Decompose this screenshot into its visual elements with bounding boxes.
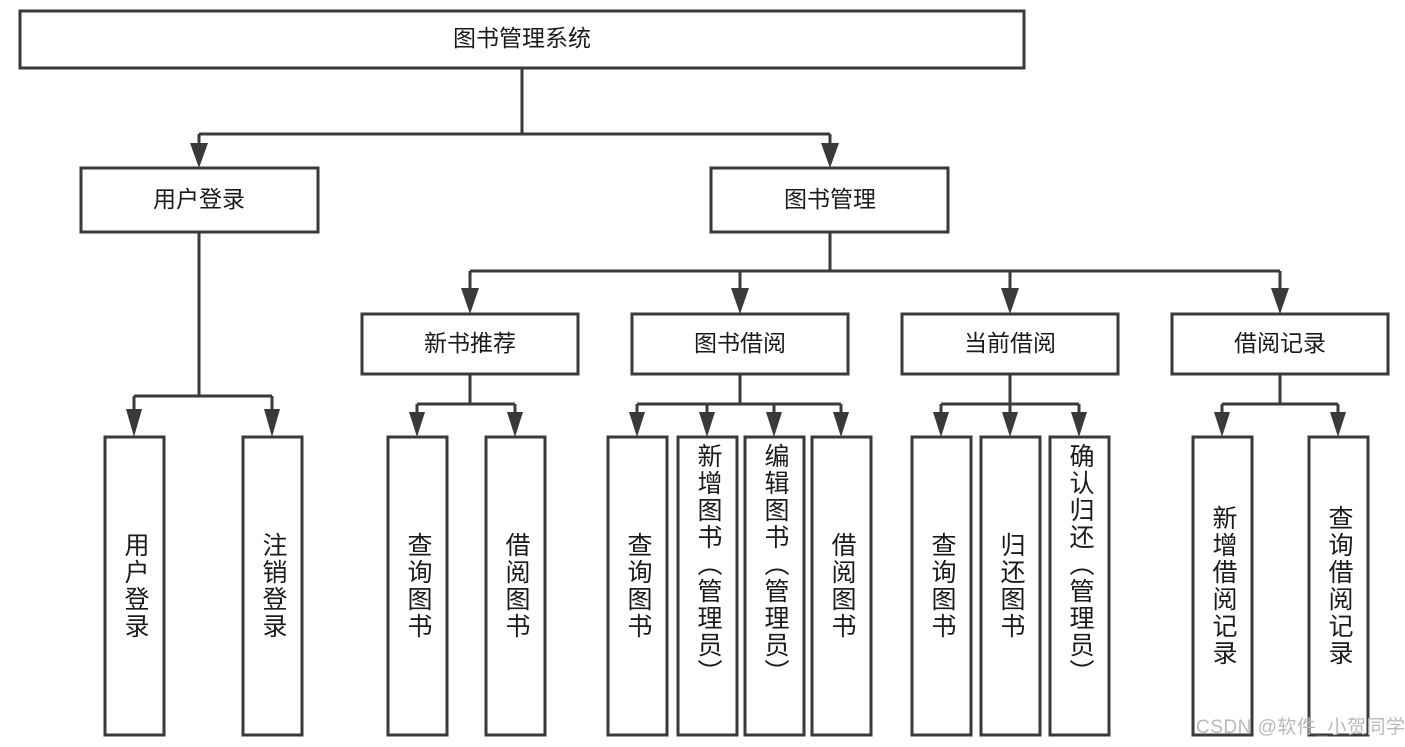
connector-group-new-book bbox=[409, 374, 523, 437]
node-box-leaf-user-login[interactable] bbox=[103, 435, 166, 737]
node-box-leaf-query-record[interactable] bbox=[1307, 435, 1370, 737]
node-box-leaf-query-book-2[interactable] bbox=[606, 435, 669, 737]
node-box-leaf-return-book[interactable] bbox=[979, 435, 1042, 737]
arrow-bm-to-current-borrow-icon bbox=[1001, 288, 1019, 314]
arrow-bm-to-borrow-record-icon bbox=[1271, 288, 1289, 314]
node-box-borrow-record[interactable] bbox=[1170, 312, 1390, 376]
arrow-cb-to-leaf2-icon bbox=[1002, 412, 1018, 437]
node-box-leaf-add-record[interactable] bbox=[1191, 435, 1254, 737]
node-box-leaf-logout-login[interactable] bbox=[241, 435, 304, 737]
node-box-book-borrow[interactable] bbox=[630, 312, 850, 376]
arrow-bm-to-new-book-icon bbox=[461, 288, 479, 314]
node-label-book-borrow: 图书借阅 bbox=[694, 330, 786, 356]
arrow-cb-to-leaf1-icon bbox=[933, 412, 949, 437]
node-box-leaf-query-book-1[interactable] bbox=[386, 435, 449, 737]
node-box-user-login[interactable] bbox=[79, 166, 320, 234]
connector-group-book-borrow bbox=[629, 374, 849, 437]
node-box-new-book-recommend[interactable] bbox=[360, 312, 580, 376]
connector-group-current-borrow bbox=[933, 374, 1087, 437]
arrow-bb-to-leaf2-icon bbox=[699, 412, 715, 437]
arrow-cb-to-leaf3-icon bbox=[1071, 412, 1087, 437]
arrow-ul-to-leaf1-icon bbox=[126, 409, 142, 437]
arrow-bm-to-book-borrow-icon bbox=[731, 288, 749, 314]
arrow-root-to-user-login-icon bbox=[190, 143, 208, 168]
arrow-ul-to-leaf2-icon bbox=[264, 409, 280, 437]
node-label-root: 图书管理系统 bbox=[453, 25, 591, 51]
node-box-root[interactable] bbox=[18, 9, 1026, 70]
node-label-current-borrow: 当前借阅 bbox=[964, 330, 1056, 356]
arrow-nb-to-leaf1-icon bbox=[409, 412, 425, 437]
connector-group-root bbox=[190, 68, 839, 168]
node-label-new-book-recommend: 新书推荐 bbox=[424, 330, 516, 356]
node-box-current-borrow[interactable] bbox=[900, 312, 1120, 376]
node-box-leaf-confirm-return[interactable] bbox=[1048, 435, 1111, 737]
connector-group-book-management bbox=[461, 232, 1289, 314]
arrow-bb-to-leaf4-icon bbox=[833, 412, 849, 437]
arrow-bb-to-leaf3-icon bbox=[766, 412, 782, 437]
node-box-leaf-add-book[interactable] bbox=[676, 435, 739, 737]
node-label-user-login: 用户登录 bbox=[153, 186, 245, 212]
watermark: CSDN @软件_小贺同学 bbox=[1196, 717, 1405, 738]
arrow-bb-to-leaf1-icon bbox=[629, 412, 645, 437]
node-box-leaf-borrow-book-1[interactable] bbox=[484, 435, 547, 737]
node-label-book-management: 图书管理 bbox=[784, 186, 876, 212]
connector-group-user-login bbox=[126, 232, 280, 437]
node-box-leaf-query-book-3[interactable] bbox=[910, 435, 973, 737]
connector-group-borrow-record bbox=[1214, 374, 1346, 437]
arrow-root-to-book-management-icon bbox=[821, 143, 839, 168]
node-box-leaf-borrow-book-2[interactable] bbox=[810, 435, 873, 737]
node-box-leaf-edit-book[interactable] bbox=[743, 435, 806, 737]
node-label-borrow-record: 借阅记录 bbox=[1234, 330, 1326, 356]
arrow-br-to-leaf2-icon bbox=[1330, 412, 1346, 437]
arrow-br-to-leaf1-icon bbox=[1214, 412, 1230, 437]
arrow-nb-to-leaf2-icon bbox=[507, 412, 523, 437]
node-box-book-management[interactable] bbox=[709, 166, 950, 234]
